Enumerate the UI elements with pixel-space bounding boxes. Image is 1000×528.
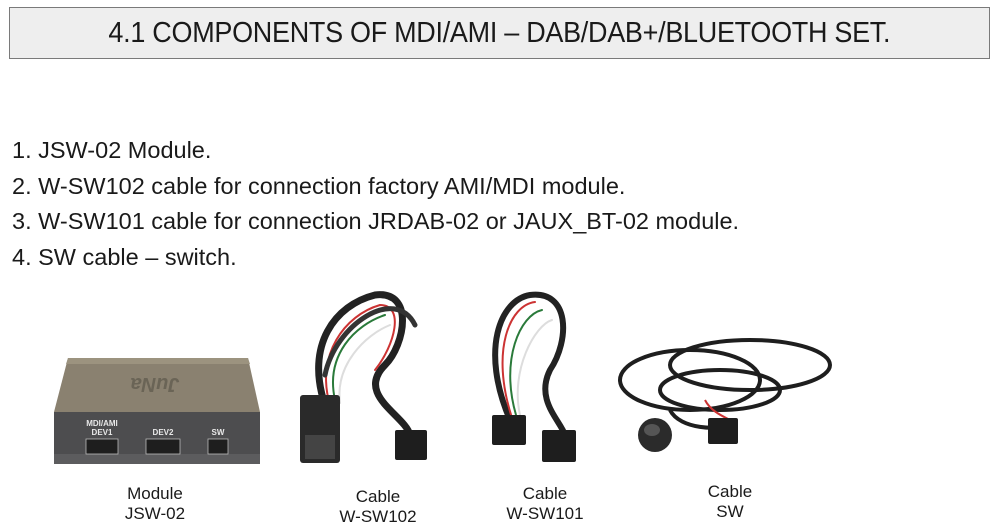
caption-line: Cable [355, 487, 401, 506]
caption-cable-wsw102: Cable W-SW102 [298, 487, 458, 527]
port-label: MDI/AMI [86, 419, 118, 428]
list-item: 3. W-SW101 cable for connection JRDAB-02… [12, 208, 740, 234]
caption-cable-wsw101: Cable W-SW101 [465, 484, 625, 524]
caption-module-jsw02: Module JSW-02 [75, 484, 235, 524]
cable-wsw101-image [492, 291, 576, 462]
list-item: 2. W-SW102 cable for connection factory … [12, 172, 626, 199]
caption-line: SW [716, 502, 744, 521]
port-label: SW [212, 428, 225, 437]
cable-wsw102-image [300, 291, 427, 463]
module-jsw02-image: JuNa MDI/AMI DEV1 DEV2 SW [54, 358, 260, 464]
caption-line: W-SW102 [339, 507, 417, 526]
list-item: 4. SW cable – switch. [12, 243, 237, 270]
section-header: 4.1 COMPONENTS OF MDI/AMI – DAB/DAB+/BLU… [9, 7, 990, 59]
caption-line: Cable [707, 482, 753, 501]
caption-line: JSW-02 [124, 504, 186, 523]
components-list: 1. JSW-02 Module. 2. W-SW102 cable for c… [12, 133, 739, 275]
list-item: 1. JSW-02 Module. [12, 137, 212, 163]
port-label: DEV2 [153, 428, 174, 437]
caption-line: Module [127, 484, 183, 503]
section-title: 4.1 COMPONENTS OF MDI/AMI – DAB/DAB+/BLU… [108, 16, 891, 49]
cable-sw-image [618, 338, 832, 452]
svg-text:JuNa: JuNa [131, 373, 180, 395]
port-label: DEV1 [92, 428, 113, 437]
caption-line: W-SW101 [506, 504, 584, 523]
caption-cable-sw: Cable SW [650, 482, 810, 522]
caption-line: Cable [522, 484, 568, 503]
